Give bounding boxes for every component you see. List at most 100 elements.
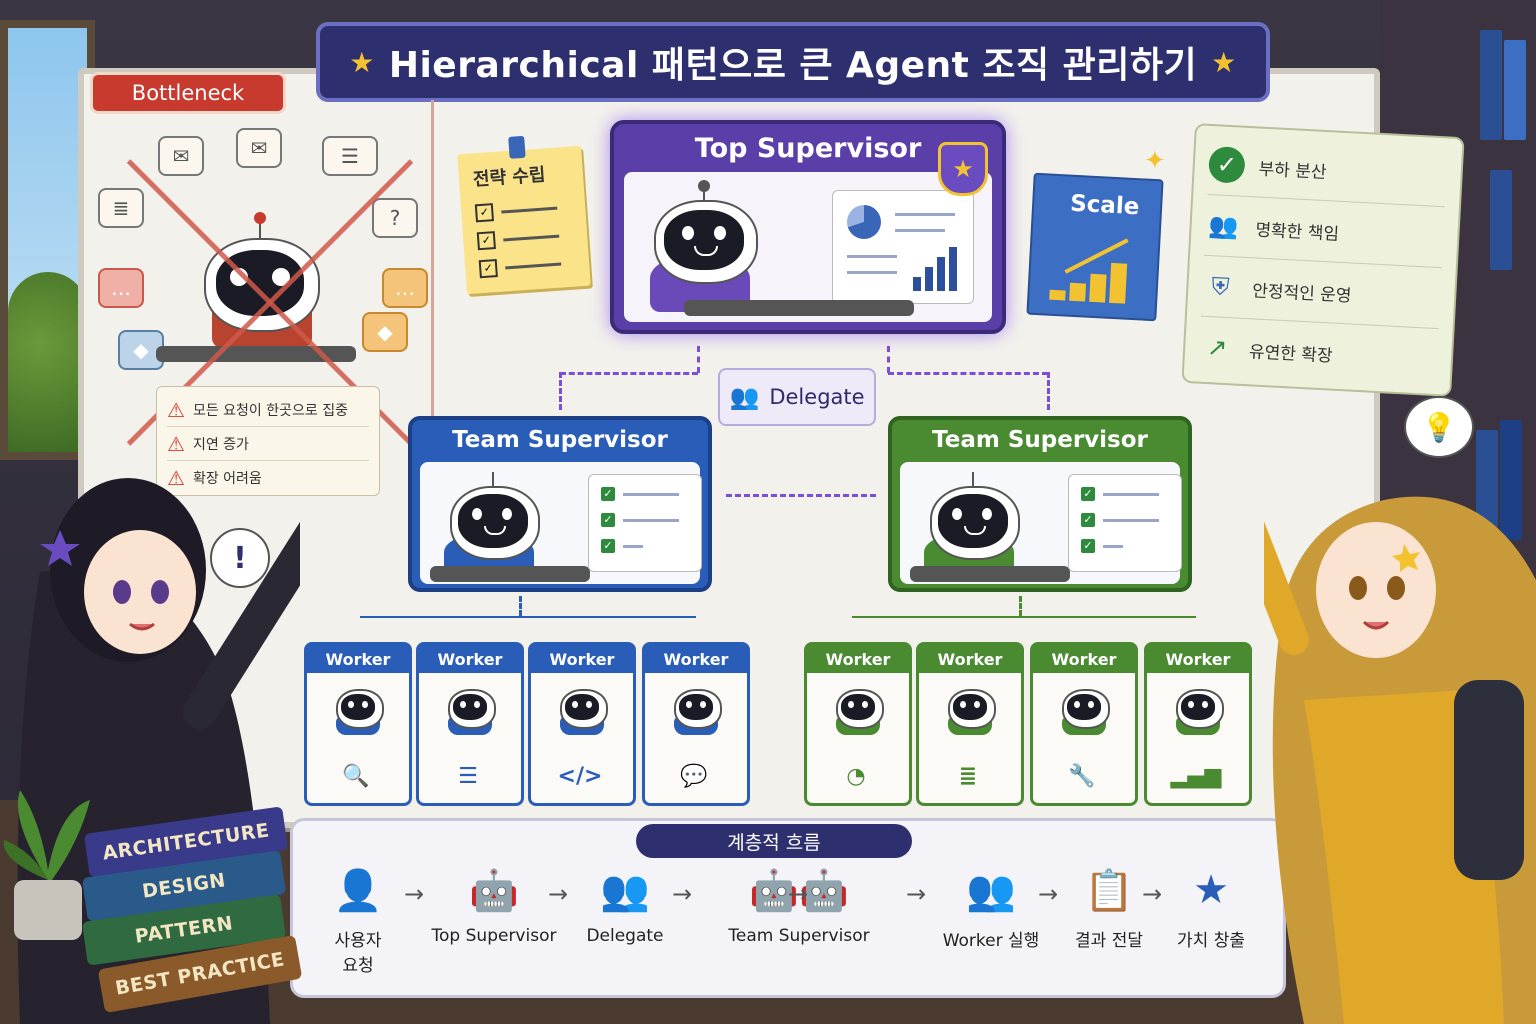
people-icon: 👥: [1207, 210, 1240, 241]
arrow-right-icon: →: [906, 880, 927, 908]
arrow-right-icon: →: [672, 880, 693, 908]
clipboard-check-icon: 📋: [1084, 867, 1134, 914]
worker-card: Worker🔧: [1030, 642, 1138, 806]
robot-icon: [644, 180, 774, 316]
star-icon: ★: [1211, 45, 1237, 79]
document-icon: ≣: [958, 763, 978, 789]
user-icon: 👤: [333, 867, 383, 914]
robot-icon: [556, 683, 608, 735]
arrow-right-icon: →: [788, 880, 809, 908]
issue-item: ⚠모든 요청이 한곳으로 집중: [167, 393, 369, 427]
check-circle-icon: ✓: [1207, 145, 1246, 184]
bar-chart-icon: ▂▄▆: [1170, 763, 1222, 789]
flow-step-label: 결과 전달: [1075, 931, 1143, 951]
robot-icon: [670, 683, 722, 735]
database-icon: ☰: [458, 763, 478, 789]
arrow-right-icon: →: [404, 880, 425, 908]
worker-card: Worker </>: [528, 642, 636, 806]
worker-card: Worker◔: [804, 642, 912, 806]
robot-icon: 🤖: [469, 867, 519, 914]
connector: [560, 372, 698, 375]
tag-icon: ◆: [118, 330, 164, 370]
connector: [1047, 372, 1050, 410]
flow-step-label: 사용자 요청: [334, 931, 382, 976]
worker-label: Worker: [531, 645, 633, 673]
team-supervisor-green: Team Supervisor ✓ ✓ ✓: [888, 416, 1192, 592]
exclamation-bubble: !: [210, 528, 270, 588]
flow-step: ★가치 창출: [1168, 860, 1254, 951]
people-icon: 👥: [600, 867, 650, 914]
question-icon: ?: [372, 198, 418, 238]
badge-icon: ★: [938, 142, 988, 196]
code-icon: </>: [557, 763, 603, 789]
flow-step: 🤖 Top Supervisor: [424, 860, 564, 947]
tag-icon: ◆: [362, 312, 408, 352]
warning-icon: ⚠: [167, 465, 185, 490]
flow-step: 👤 사용자 요청: [318, 860, 398, 977]
message-icon: ☰: [322, 136, 378, 176]
pin-icon: [508, 135, 526, 159]
flow-step: 🤖🤖Team Supervisor: [706, 860, 892, 947]
worker-card: Worker💬: [642, 642, 750, 806]
connector: [1019, 596, 1022, 616]
arrow-right-icon: →: [548, 880, 569, 908]
people-icon: 👥: [966, 867, 1016, 914]
checkbox-icon: ✓: [476, 231, 496, 251]
warning-icon: ⚠: [167, 431, 185, 456]
bottleneck-issues: ⚠모든 요청이 한곳으로 집중 ⚠지연 증가 ⚠확장 어려움: [156, 386, 380, 496]
connector: [519, 596, 522, 616]
arrow-right-icon: →: [1038, 880, 1059, 908]
issue-item: ⚠지연 증가: [167, 427, 369, 461]
connector: [559, 372, 562, 410]
worker-card: Worker ≣: [916, 642, 1024, 806]
connector: [852, 616, 1196, 618]
chat-icon: …: [98, 268, 144, 308]
flow-step-label: Top Supervisor: [431, 926, 557, 946]
flow-title: 계층적 흐름: [636, 824, 912, 858]
star-icon: ★: [1193, 867, 1229, 913]
delegate-label: 👥 Delegate: [718, 368, 876, 426]
team-supervisor-blue: Team Supervisor ✓ ✓ ✓: [408, 416, 712, 592]
connector: [887, 346, 890, 373]
robot-icon: [444, 683, 496, 735]
star-icon: ★: [349, 45, 375, 79]
bottleneck-panel: [84, 100, 434, 510]
sparkle-icon: ✦: [1144, 146, 1166, 176]
robot-icon: [1172, 683, 1224, 735]
scale-label: Scale: [1069, 190, 1141, 221]
worker-label: Worker: [307, 645, 409, 673]
worker-label: Worker: [919, 645, 1021, 673]
top-supervisor-card: Top Supervisor ★: [610, 120, 1006, 334]
scale-note: Scale: [1026, 172, 1164, 322]
checkbox-icon: ✓: [474, 203, 495, 223]
chat-icon: …: [382, 268, 428, 308]
flow-step: 👥 Delegate: [578, 860, 672, 947]
flow-step-label: Delegate: [586, 926, 664, 946]
potted-plant: [3, 790, 91, 940]
checkbox-icon: ✓: [478, 259, 498, 279]
title-banner: ★ Hierarchical 패턴으로 큰 Agent 조직 관리하기 ★: [316, 22, 1270, 102]
connector: [360, 616, 696, 618]
benefits-panel: ✓부하 분산 👥명확한 책임 ⛨안정적인 운영 ↗유연한 확장: [1181, 123, 1465, 397]
growth-chart-icon: [1049, 260, 1128, 304]
top-supervisor-label: Top Supervisor: [694, 132, 922, 164]
worker-card: Worker▂▄▆: [1144, 642, 1252, 806]
worker-card: Worker🔍: [304, 642, 412, 806]
strategy-title: 전략 수립: [472, 164, 547, 191]
trend-up-icon: ↗: [1206, 333, 1229, 363]
worker-card: Worker☰: [416, 642, 524, 806]
worker-label: Worker: [645, 645, 747, 673]
connector: [726, 494, 876, 497]
character-right: [1264, 496, 1536, 1024]
issue-item: ⚠확장 어려움: [167, 465, 262, 490]
warning-icon: ⚠: [167, 397, 185, 422]
benefit-item: ↗유연한 확장: [1198, 317, 1439, 389]
mail-icon: ✉: [158, 136, 204, 176]
robot-icon: [1058, 683, 1110, 735]
shield-icon: ⛨: [1210, 272, 1231, 302]
robot-icon: [944, 683, 996, 735]
mail-icon: ✉: [236, 128, 282, 168]
worker-label: Worker: [1033, 645, 1135, 673]
team-supervisor-label: Team Supervisor: [932, 427, 1148, 453]
flow-step: 📋 결과 전달: [1064, 860, 1154, 952]
